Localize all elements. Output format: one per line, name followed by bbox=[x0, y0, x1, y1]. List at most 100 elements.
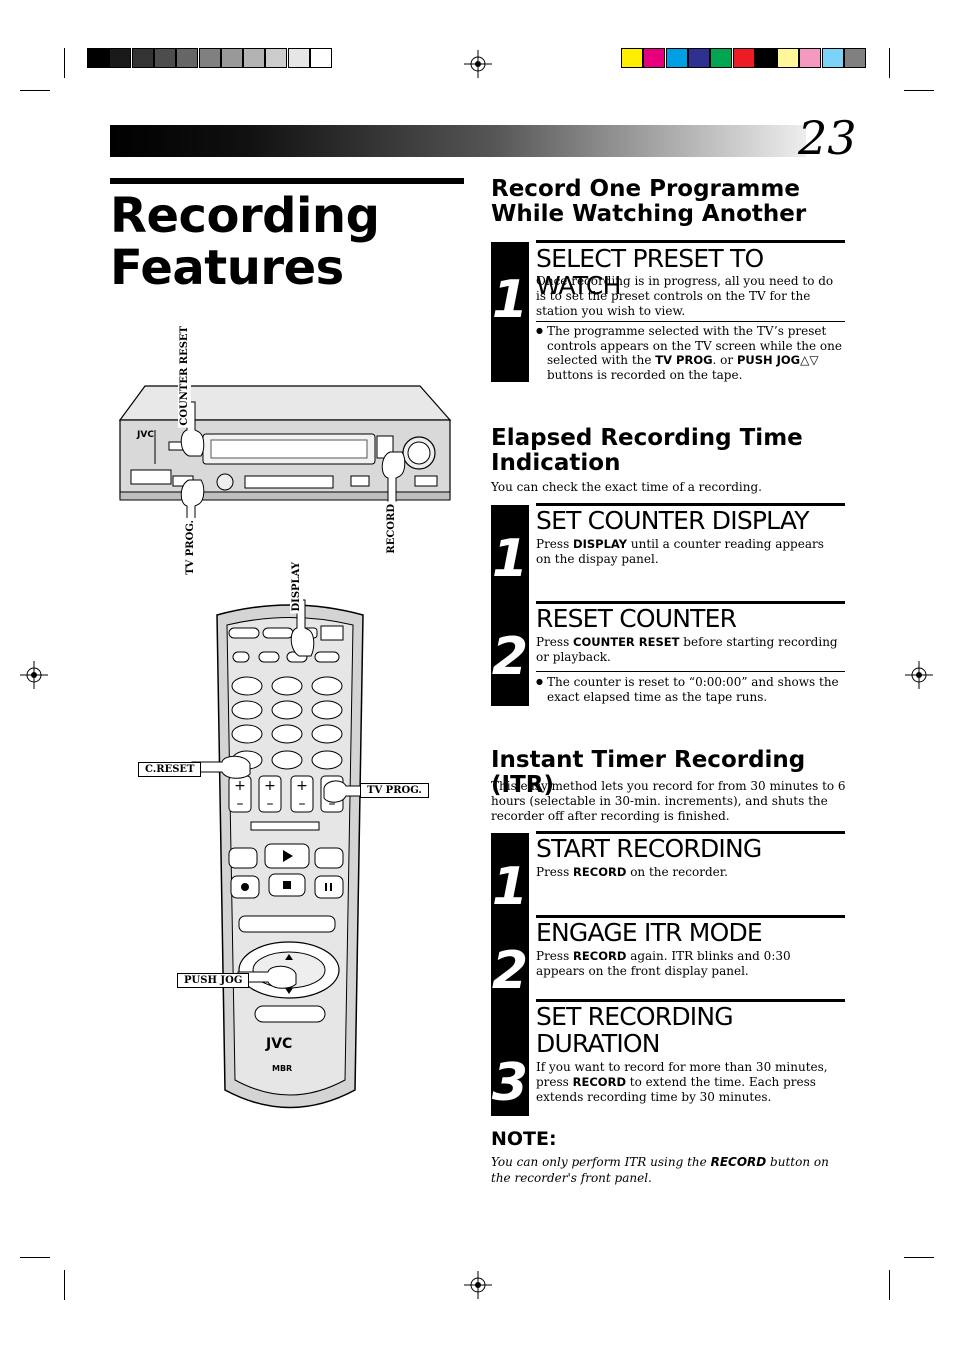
pointing-hand-icon bbox=[191, 755, 251, 779]
page-title-line: Features bbox=[110, 240, 344, 296]
divider bbox=[536, 321, 845, 322]
step-number: 1 bbox=[491, 270, 529, 330]
divider bbox=[536, 671, 845, 672]
bullet-bold: PUSH JOG bbox=[736, 353, 801, 367]
step-text-part: Press bbox=[536, 537, 574, 551]
step-title-line: SET RECORDING bbox=[536, 1002, 734, 1031]
step-text-bold: RECORD bbox=[573, 865, 627, 879]
step-text-part: until a counter reading appears on the d… bbox=[536, 537, 824, 566]
step-rule bbox=[536, 999, 845, 1002]
section-heading-line: Indication bbox=[491, 450, 621, 476]
step-text-part: before starting recording or playback. bbox=[536, 635, 838, 664]
step-number-bar: 1 bbox=[491, 242, 529, 382]
step-bullet: The programme selected with the TV’s pre… bbox=[536, 324, 842, 382]
step-text-part: to extend the time. Each press extends r… bbox=[536, 1075, 816, 1104]
page-title: Recording Features bbox=[110, 188, 380, 296]
step-number: 2 bbox=[491, 627, 529, 687]
step-title-line: DURATION bbox=[536, 1029, 661, 1058]
calibration-swatch bbox=[310, 48, 332, 68]
step-number-bar: 1 2 bbox=[491, 505, 529, 706]
pointing-hand-icon bbox=[381, 451, 406, 507]
step-text: Press COUNTER RESET before starting reco… bbox=[536, 635, 842, 665]
step-text-part: If you want to record for more than 30 m… bbox=[536, 1060, 828, 1089]
page-title-line: Recording bbox=[110, 188, 380, 244]
step-text-part: on the recorder. bbox=[626, 865, 728, 879]
header-band bbox=[110, 125, 806, 157]
calibration-swatch bbox=[153, 48, 176, 68]
section-heading: Elapsed Recording Time Indication bbox=[491, 426, 851, 476]
section-heading-line: Record One Programme bbox=[491, 176, 800, 202]
bullet-text: . or bbox=[712, 353, 737, 367]
tv-prog-remote-label: TV PROG. bbox=[360, 783, 429, 798]
step-text-bold: RECORD bbox=[573, 949, 627, 963]
svg-text:–: – bbox=[329, 796, 336, 812]
step-text-bold: DISPLAY bbox=[573, 537, 628, 551]
step-title: SET COUNTER DISPLAY bbox=[536, 506, 810, 535]
calibration-swatch bbox=[220, 48, 243, 68]
pointing-hand-icon bbox=[237, 965, 297, 989]
c-reset-label: C.RESET bbox=[138, 762, 202, 777]
step-number: 3 bbox=[491, 1053, 529, 1113]
remote-logo: MBR bbox=[272, 1064, 293, 1073]
registration-mark-icon bbox=[464, 50, 492, 78]
step-text: Press RECORD on the recorder. bbox=[536, 865, 842, 880]
calibration-swatch bbox=[287, 48, 310, 68]
calibration-swatch bbox=[198, 48, 221, 68]
note-text-bold: RECORD bbox=[710, 1155, 767, 1169]
calibration-swatch bbox=[265, 48, 288, 68]
section-heading-line: Elapsed Recording Time bbox=[491, 425, 803, 451]
calibration-swatch bbox=[844, 48, 866, 68]
calibration-swatch bbox=[777, 48, 800, 68]
note-text-part: You can only perform ITR using the bbox=[491, 1155, 711, 1169]
step-title: START RECORDING bbox=[536, 834, 762, 863]
step-text: Press DISPLAY until a counter reading ap… bbox=[536, 537, 842, 567]
step-rule bbox=[536, 831, 845, 834]
step-number: 1 bbox=[491, 529, 529, 589]
step-number-bar: 1 2 3 bbox=[491, 833, 529, 1116]
step-text: Press RECORD again. ITR blinks and 0:30 … bbox=[536, 949, 842, 979]
svg-text:+: + bbox=[264, 778, 276, 794]
svg-text:–: – bbox=[237, 796, 244, 812]
step-text-bold: COUNTER RESET bbox=[573, 635, 680, 649]
section-heading: Record One Programme While Watching Anot… bbox=[491, 177, 851, 227]
calibration-swatch bbox=[643, 48, 666, 68]
step-rule bbox=[536, 601, 845, 604]
calibration-swatch bbox=[109, 48, 132, 68]
calibration-swatch bbox=[131, 48, 154, 68]
calibration-swatch bbox=[821, 48, 844, 68]
tv-prog-vcr-label: TV PROG. bbox=[184, 518, 197, 577]
pointing-hand-icon bbox=[180, 479, 205, 535]
step-rule bbox=[536, 503, 845, 506]
step-title: RESET COUNTER bbox=[536, 604, 737, 633]
step-text: If you want to record for more than 30 m… bbox=[536, 1060, 842, 1105]
registration-mark-icon bbox=[20, 661, 48, 689]
record-label: RECORD bbox=[385, 502, 398, 556]
remote-brand-logo: JVC bbox=[266, 1036, 293, 1052]
calibration-swatch bbox=[243, 48, 266, 68]
note-heading: NOTE: bbox=[491, 1128, 557, 1150]
calibration-swatch bbox=[732, 48, 755, 68]
calibration-swatch bbox=[687, 48, 710, 68]
svg-text:+: + bbox=[234, 778, 246, 794]
registration-mark-icon bbox=[905, 661, 933, 689]
section-heading: Instant Timer Recording (ITR) bbox=[491, 747, 806, 798]
step-text-part: Press bbox=[536, 949, 574, 963]
calibration-swatch bbox=[176, 48, 199, 68]
step-text-bold: RECORD bbox=[572, 1075, 626, 1089]
calibration-swatch bbox=[87, 48, 109, 68]
step-text-part: Press bbox=[536, 635, 574, 649]
step-text: Once recording is in progress, all you n… bbox=[536, 274, 834, 318]
svg-text:+: + bbox=[296, 778, 308, 794]
step-rule bbox=[536, 240, 845, 243]
registration-mark-icon bbox=[464, 1271, 492, 1299]
vcr-illustration bbox=[118, 385, 452, 501]
calibration-swatch bbox=[799, 48, 822, 68]
step-rule bbox=[536, 915, 845, 918]
pointing-hand-icon bbox=[323, 780, 369, 803]
bullet-bold: TV PROG bbox=[655, 353, 713, 367]
section-heading-line: While Watching Another bbox=[491, 201, 807, 227]
calibration-swatch bbox=[621, 48, 643, 68]
display-label: DISPLAY bbox=[290, 560, 303, 614]
step-text-part: Press bbox=[536, 865, 574, 879]
svg-text:–: – bbox=[299, 796, 306, 812]
